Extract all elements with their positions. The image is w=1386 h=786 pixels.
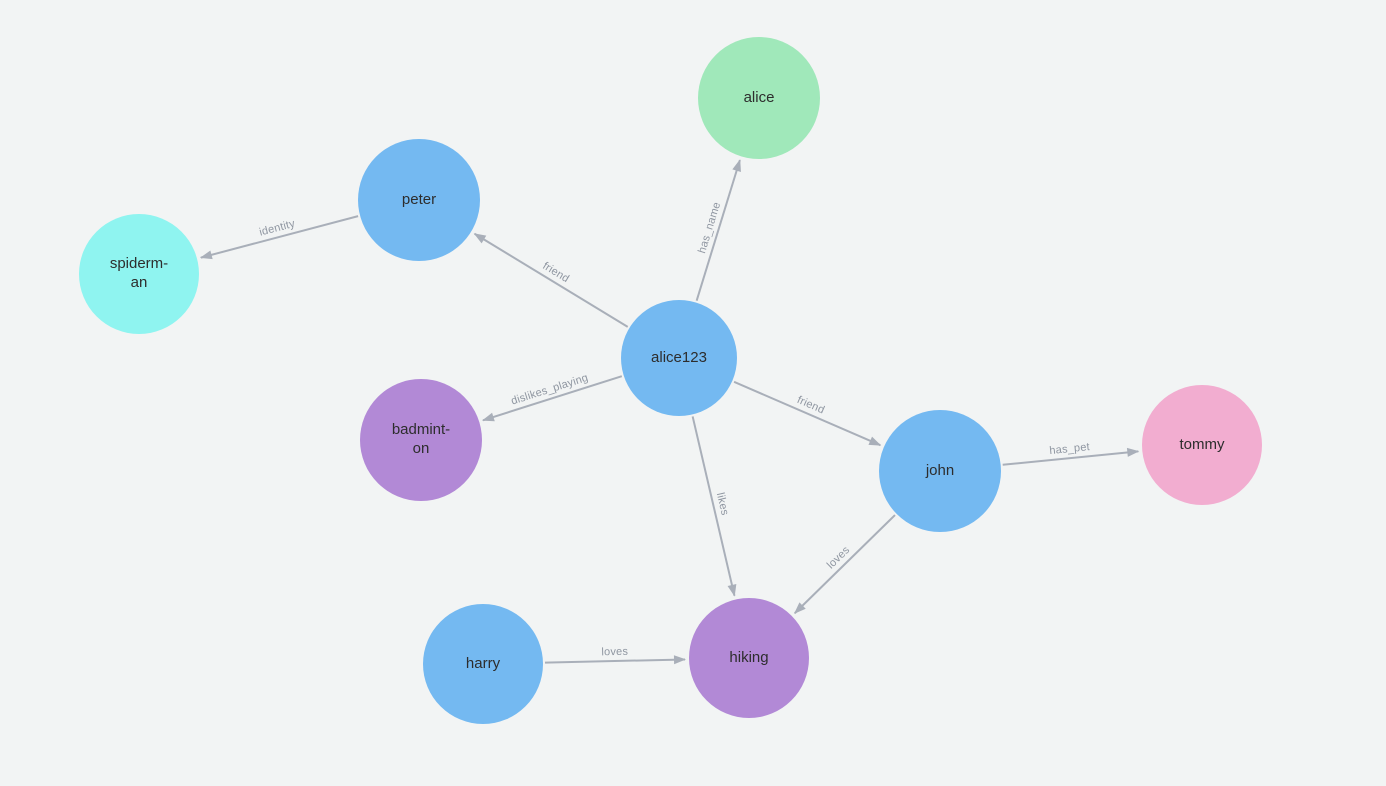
node-john[interactable]: john [879, 410, 1001, 532]
node-peter[interactable]: peter [358, 139, 480, 261]
edge-label: loves [601, 646, 628, 659]
node-label: hiking [729, 648, 769, 666]
node-label: spiderm- an [109, 255, 169, 291]
edge-alice123-alice[interactable] [695, 159, 741, 301]
edge-john-hiking[interactable] [794, 514, 896, 614]
edge-alice123-badminton[interactable] [481, 375, 623, 422]
edge-label: has_pet [1049, 441, 1091, 457]
node-label: harry [465, 654, 501, 672]
node-alice[interactable]: alice [698, 37, 820, 159]
edge-alice123-peter[interactable] [473, 232, 629, 328]
node-badminton[interactable]: badmint- on [360, 379, 482, 501]
edge-peter-spiderman[interactable] [199, 215, 359, 260]
edge-alice123-john[interactable] [733, 380, 882, 447]
node-label: alice [743, 88, 775, 106]
edge-label: likes [714, 491, 731, 516]
edge-john-tommy[interactable] [1002, 447, 1140, 466]
node-spiderman[interactable]: spiderm- an [79, 214, 199, 334]
node-label: badmint- on [391, 421, 451, 457]
node-label: peter [401, 190, 437, 208]
node-harry[interactable]: harry [423, 604, 543, 724]
node-hiking[interactable]: hiking [689, 598, 809, 718]
edge-alice123-hiking[interactable] [691, 416, 737, 597]
node-tommy[interactable]: tommy [1142, 385, 1262, 505]
node-label: john [925, 461, 955, 479]
node-label: tommy [1179, 435, 1225, 453]
node-alice123[interactable]: alice123 [621, 300, 737, 416]
node-label: alice123 [651, 348, 707, 366]
edge-harry-hiking[interactable] [544, 655, 687, 665]
